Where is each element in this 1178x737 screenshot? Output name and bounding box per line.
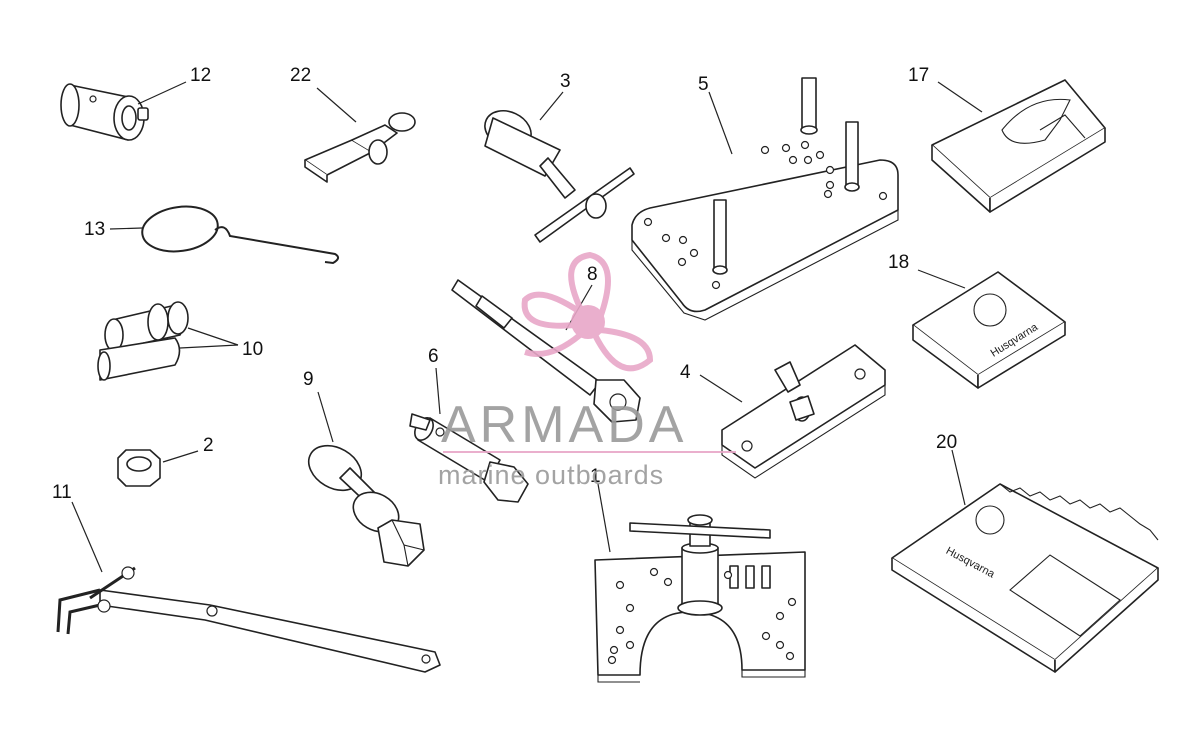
- callout-3: 3: [560, 71, 571, 92]
- armada-watermark: ARMADA marine outboards: [438, 251, 736, 490]
- part-6-bearing-drift: [409, 413, 529, 503]
- callout-18: 18: [888, 252, 909, 273]
- part-8-extractor-rod: [451, 279, 641, 423]
- callout-2: 2: [203, 435, 214, 456]
- part-11-flywheel-holder: [56, 566, 441, 673]
- part-3-t-handle-tool: [484, 109, 635, 243]
- part-17-service-manual: [931, 79, 1106, 213]
- callout-17: 17: [908, 65, 929, 86]
- part-4-timing-gauge: [721, 344, 886, 479]
- part-12-sleeve-tool: [60, 83, 149, 141]
- callout-12: 12: [190, 65, 211, 86]
- callout-9: 9: [303, 369, 314, 390]
- part-1-puller-base: [594, 514, 806, 683]
- callout-20: 20: [936, 432, 957, 453]
- watermark-tagline: marine outboards: [438, 460, 664, 490]
- part-2-hex-nut: [117, 449, 161, 487]
- part-18-owner-booklet: Husqvarna: [912, 271, 1066, 389]
- part-5-crankcase-plate: [631, 77, 899, 321]
- callout-11: 11: [52, 482, 72, 503]
- callout-10: 10: [242, 339, 263, 360]
- callout-8: 8: [587, 264, 598, 285]
- part-22-key-tag: [304, 112, 416, 183]
- part-13-wire-hook: [141, 205, 339, 265]
- callout-13: 13: [84, 219, 105, 240]
- part-10-split-bushings: [97, 301, 189, 381]
- propeller-logo-icon: [521, 251, 654, 372]
- callout-4: 4: [680, 362, 691, 383]
- part-20-spiral-manual: Husqvarna: [891, 483, 1159, 673]
- watermark-brand: ARMADA: [441, 396, 687, 454]
- callout-5: 5: [698, 74, 709, 95]
- callout-6: 6: [428, 346, 439, 367]
- part-9-puller-bolt: [307, 444, 425, 567]
- callout-22: 22: [290, 65, 311, 86]
- callout-1: 1: [590, 466, 601, 487]
